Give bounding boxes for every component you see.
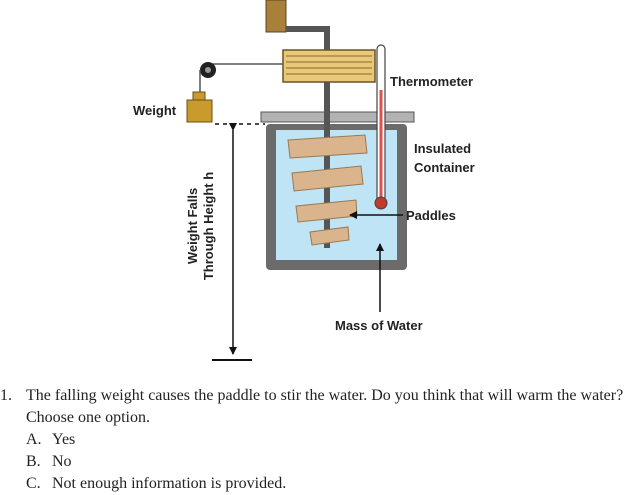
option-b[interactable]: B. No — [26, 451, 640, 473]
insulated-container — [260, 111, 415, 270]
option-a[interactable]: A. Yes — [26, 429, 640, 451]
water-label: Mass of Water — [335, 318, 423, 333]
option-letter: A. — [26, 431, 42, 448]
height-label-line1: Weight Falls — [185, 188, 200, 264]
option-letter: C. — [26, 475, 41, 492]
joule-apparatus-diagram: Weight Weight Falls Through Height h — [133, 0, 475, 361]
thermometer — [374, 44, 388, 210]
stirring-shaft — [324, 82, 330, 248]
question-block: 1. The falling weight causes the paddle … — [0, 385, 640, 495]
paddles-label: Paddles — [406, 208, 456, 223]
height-label: Weight Falls Through Height h — [185, 172, 216, 280]
question-number: 1. — [0, 387, 12, 404]
height-label-line2: Through Height h — [201, 172, 216, 280]
question-text: The falling weight causes the paddle to … — [26, 387, 624, 426]
option-letter: B. — [26, 453, 41, 470]
crank-handle — [265, 0, 330, 50]
option-text: No — [52, 453, 72, 470]
thermometer-label: Thermometer — [390, 74, 473, 89]
paddles — [287, 134, 368, 246]
container-label-line2: Container — [414, 160, 475, 175]
option-c[interactable]: C. Not enough information is provided. — [26, 473, 640, 495]
option-text: Yes — [52, 431, 76, 448]
coil-drum — [282, 49, 376, 83]
weight-label: Weight — [133, 103, 177, 118]
container-label-line1: Insulated — [414, 141, 471, 156]
question-stem: 1. The falling weight causes the paddle … — [0, 385, 640, 429]
weight-block — [186, 91, 213, 123]
pulley — [199, 62, 283, 92]
option-text: Not enough information is provided. — [52, 475, 287, 492]
